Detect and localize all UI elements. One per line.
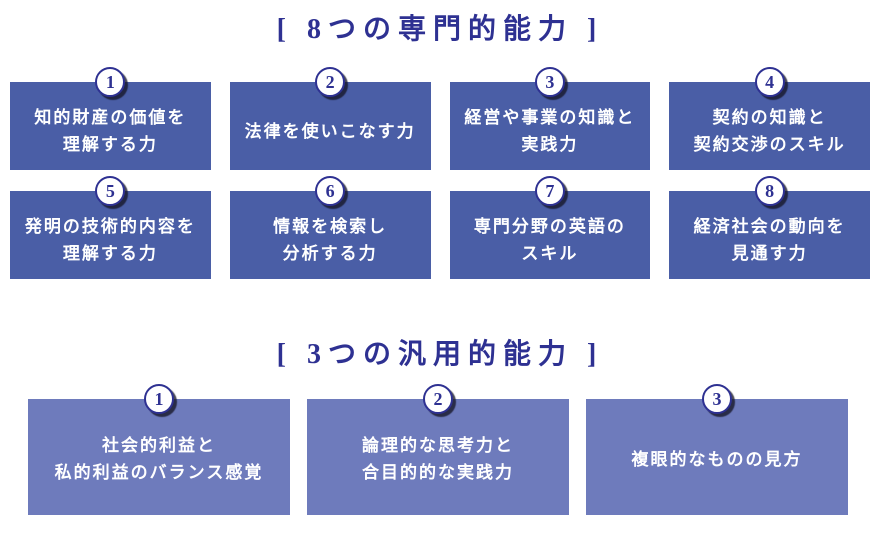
ability-box: 論理的な思考力と 合目的的な実践力 [307,399,569,515]
ability-label: 経営や事業の知識と 実践力 [464,108,636,154]
number-badge: 4 [754,67,785,97]
number-badge: 1 [144,384,174,414]
ability-label: 社会的利益と 私的利益のバランス感覚 [54,436,264,482]
number-badge: 5 [95,176,126,206]
ability-box: 法律を使いこなす力 [229,82,431,170]
ability-card-2: 2 法律を使いこなす力 [229,67,431,170]
infographic: [ 8つの専門的能力 ] 1 知的財産の価値を 理解する力 2 法律を使いこなす… [0,12,880,515]
general-ability-card-1: 1 社会的利益と 私的利益のバランス感覚 [28,384,290,515]
ability-box: 複眼的なものの見方 [586,399,848,515]
ability-card-6: 6 情報を検索し 分析する力 [229,176,431,279]
ability-label: 複眼的なものの見方 [631,449,803,469]
ability-label: 専門分野の英語の スキル [473,217,626,263]
ability-card-7: 7 専門分野の英語の スキル [449,176,651,279]
ability-label: 論理的な思考力と 合目的的な実践力 [362,436,514,482]
ability-card-8: 8 経済社会の動向を 見通す力 [669,176,870,279]
number-badge: 2 [423,384,453,414]
ability-box: 経済社会の動向を 見通す力 [669,191,870,279]
ability-card-1: 1 知的財産の価値を 理解する力 [10,67,211,170]
ability-label: 知的財産の価値を 理解する力 [34,108,187,154]
number-badge: 2 [315,67,346,97]
ability-box: 社会的利益と 私的利益のバランス感覚 [28,399,290,515]
ability-label: 経済社会の動向を 見通す力 [693,217,846,263]
ability-label: 情報を検索し 分析する力 [273,217,388,263]
number-badge: 7 [534,176,565,206]
number-badge: 6 [315,176,346,206]
number-badge: 1 [95,67,126,97]
number-badge: 8 [754,176,785,206]
general-ability-card-3: 3 複眼的なものの見方 [586,384,848,515]
section1-title: [ 8つの専門的能力 ] [276,14,604,45]
ability-label: 法律を使いこなす力 [244,121,416,141]
ability-box: 契約の知識と 契約交渉のスキル [669,82,870,170]
ability-card-5: 5 発明の技術的内容を 理解する力 [10,176,211,279]
number-badge: 3 [534,67,565,97]
ability-card-4: 4 契約の知識と 契約交渉のスキル [669,67,870,170]
ability-label: 発明の技術的内容を 理解する力 [24,217,196,263]
specialized-abilities-grid: 1 知的財産の価値を 理解する力 2 法律を使いこなす力 3 経営や事業の知識と… [0,67,880,279]
ability-card-3: 3 経営や事業の知識と 実践力 [449,67,651,170]
section2-title: [ 3つの汎用的能力 ] [276,339,604,370]
general-ability-card-2: 2 論理的な思考力と 合目的的な実践力 [307,384,569,515]
number-badge: 3 [702,384,732,414]
general-abilities-grid: 1 社会的利益と 私的利益のバランス感覚 2 論理的な思考力と 合目的的な実践力… [0,384,880,515]
ability-label: 契約の知識と 契約交渉のスキル [693,108,846,154]
